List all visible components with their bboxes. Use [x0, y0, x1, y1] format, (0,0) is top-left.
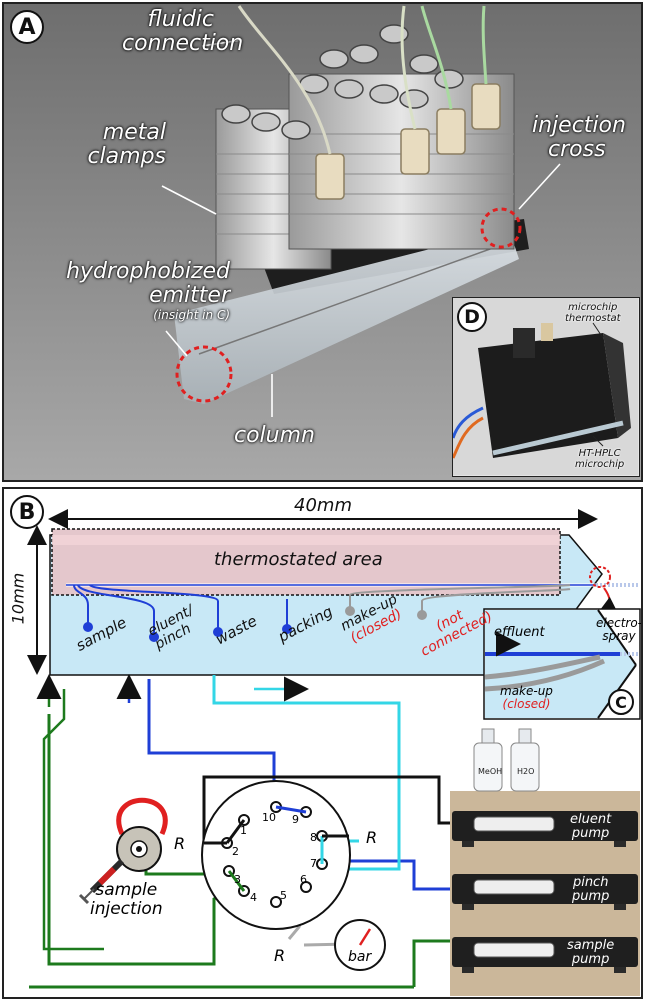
panel-c-badge: C: [608, 689, 634, 715]
sample-injection-loop: [116, 797, 168, 872]
thermostated-area-label: thermostated area: [214, 549, 383, 570]
r-label-right: R: [366, 828, 378, 847]
valve-port-1: 1: [240, 824, 247, 837]
column-label: column: [234, 423, 315, 448]
emitter-zoom-circle: [589, 566, 611, 588]
panel-c-makeup-label: make-up(closed): [500, 684, 553, 711]
electrospray-label: electro-spray: [596, 616, 643, 643]
valve-port-3: 3: [234, 873, 241, 886]
valve-port-7: 7: [310, 857, 317, 870]
width-label: 40mm: [294, 495, 352, 516]
solvent-bottles: [473, 728, 540, 792]
panel-d-badge: D: [457, 302, 487, 332]
thermostat-photo: [453, 298, 638, 475]
chip-assembly-photo: [4, 4, 641, 480]
panel-c-inset: [483, 608, 641, 720]
valve-port-4: 4: [250, 891, 257, 904]
pressure-gauge-label: bar: [348, 949, 372, 965]
fluidic-schematic: [27, 509, 641, 996]
syringe-icon: [78, 858, 125, 905]
bottle-h2o-label: H2O: [517, 767, 535, 776]
height-label: 10mm: [8, 572, 28, 625]
effluent-label: effluent: [494, 625, 545, 640]
valve-port-10: 10: [262, 811, 276, 824]
panel-a-badge: A: [10, 10, 44, 44]
valve-port-6: 6: [300, 873, 307, 886]
valve-port-8: 8: [310, 831, 317, 844]
r-label-bottom: R: [274, 946, 286, 965]
valve-port-2: 2: [232, 845, 239, 858]
pump-stack: [450, 791, 640, 996]
valve-port-9: 9: [292, 813, 299, 826]
panel-b-schematic: B 40mm 10mm thermostated area sample elu…: [2, 487, 643, 999]
panel-b-badge: B: [10, 495, 44, 529]
emitter-highlight-circle: [175, 345, 233, 403]
valve-port-5: 5: [280, 889, 287, 902]
pressure-gauge-icon: [334, 919, 386, 971]
bottle-meoh-label: MeOH: [478, 767, 503, 776]
r-label-left: R: [174, 834, 186, 853]
chip-ports: [83, 606, 427, 642]
injection-cross-highlight-circle: [480, 207, 522, 249]
